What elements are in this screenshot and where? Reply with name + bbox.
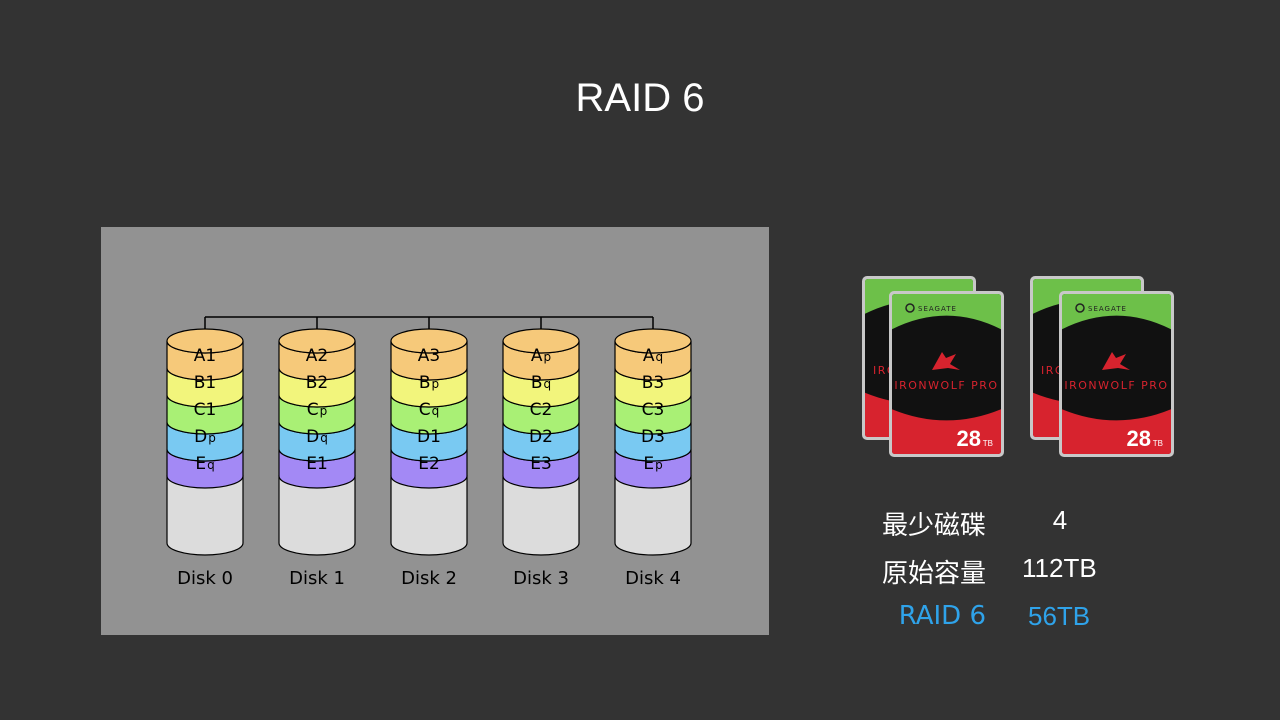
- block-label: Eq: [195, 454, 214, 474]
- min-disks-value: 4: [1052, 505, 1068, 535]
- disk-label: Disk 2: [401, 568, 457, 589]
- drive-model-partial: IRO: [1041, 364, 1065, 377]
- seagate-logo: SEAGATE: [1075, 303, 1127, 313]
- disk-top-cap: [614, 328, 692, 354]
- block-label: Bq: [531, 373, 551, 393]
- disk-label: Disk 4: [625, 568, 681, 589]
- disk-empty-space: [614, 475, 692, 556]
- block-label: Ep: [643, 454, 662, 474]
- min-disks-label: 最少磁碟: [881, 511, 986, 541]
- block-label: Dp: [194, 427, 216, 447]
- wolf-logo-icon: [932, 352, 960, 370]
- block-label: A3: [418, 346, 440, 366]
- block-label: E1: [306, 454, 328, 474]
- disk-label: Disk 1: [289, 568, 345, 589]
- disk-top-cap: [502, 328, 580, 354]
- disk-top-cap: [278, 328, 356, 354]
- raid-level-label: RAID 6: [898, 601, 986, 631]
- block-label: E3: [530, 454, 552, 474]
- block-label: C2: [530, 400, 553, 420]
- block-label: Cq: [419, 400, 440, 420]
- disk-empty-space: [502, 475, 580, 556]
- stat-min-disks: 最少磁碟 4: [860, 505, 1160, 545]
- drive-model: IRONWOLF PRO: [894, 379, 998, 392]
- block-label: Ap: [531, 346, 551, 366]
- drive-capacity: 28: [957, 426, 981, 451]
- block-label: D3: [641, 427, 665, 447]
- block-label: C3: [642, 400, 665, 420]
- drive-unit: TB: [1153, 439, 1163, 448]
- drive-capacity: 28: [1127, 426, 1151, 451]
- block-label: B1: [194, 373, 216, 393]
- raw-capacity-label: 原始容量: [881, 559, 986, 589]
- block-label: A1: [194, 346, 216, 366]
- block-label: Dq: [306, 427, 328, 447]
- block-label: Cp: [307, 400, 328, 420]
- disk-connector: [204, 316, 654, 329]
- disk-top-cap: [166, 328, 244, 354]
- stat-raw-capacity: 原始容量 112TB: [860, 553, 1160, 593]
- disk-top-cap: [390, 328, 468, 354]
- drive-model: IRONWOLF PRO: [1064, 379, 1168, 392]
- block-label: C1: [194, 400, 217, 420]
- disk-empty-space: [278, 475, 356, 556]
- svg-text:SEAGATE: SEAGATE: [918, 305, 957, 313]
- disk-empty-space: [390, 475, 468, 556]
- drive-unit: TB: [983, 439, 993, 448]
- disk-label: Disk 0: [177, 568, 233, 589]
- disk-empty-space: [166, 475, 244, 556]
- block-label: B2: [306, 373, 328, 393]
- block-label: D1: [417, 427, 441, 447]
- svg-text:SEAGATE: SEAGATE: [1088, 305, 1127, 313]
- block-label: B3: [642, 373, 664, 393]
- wolf-logo-icon: [1102, 352, 1130, 370]
- block-label: E2: [418, 454, 440, 474]
- block-label: A2: [306, 346, 328, 366]
- block-label: D2: [529, 427, 553, 447]
- page-title: RAID 6: [575, 76, 705, 120]
- disk-label: Disk 3: [513, 568, 569, 589]
- stat-raid-capacity: RAID 6 56TB: [860, 601, 1160, 641]
- seagate-logo: SEAGATE: [905, 303, 957, 313]
- block-label: Bp: [419, 373, 439, 393]
- raw-capacity-value: 112TB: [1022, 553, 1097, 583]
- block-label: Aq: [643, 346, 663, 366]
- raid-capacity-value: 56TB: [1028, 601, 1091, 631]
